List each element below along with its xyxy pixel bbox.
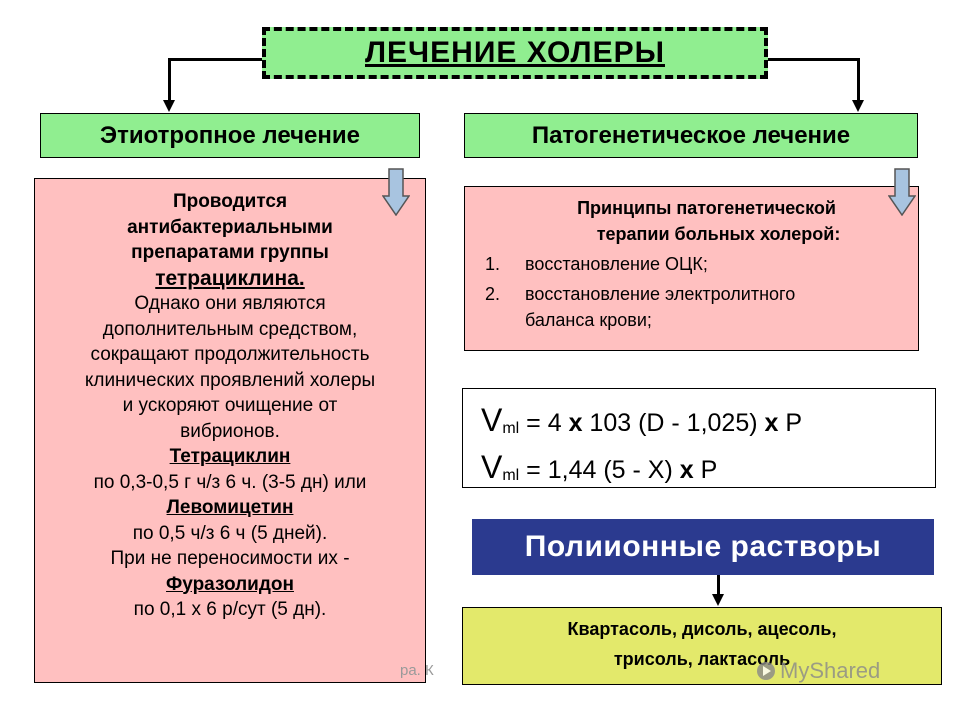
principle-item: 1. восстановление ОЦК; <box>483 251 900 277</box>
etiotropic-line: по 0,5 ч/з 6 ч (5 дней). <box>132 522 328 544</box>
principle-item: 2. восстановление электролитного баланса… <box>483 281 900 333</box>
watermark-text: MyShared <box>780 658 881 683</box>
polyionic-heading-text: Полиионные растворы <box>524 530 882 563</box>
solutions-list: Квартасоль, дисоль, ацесоль, трисоль, ла… <box>462 607 942 685</box>
watermark-play-icon <box>757 662 775 680</box>
etiotropic-line: Однако они являются <box>134 293 326 314</box>
principle-number: 2. <box>485 284 501 304</box>
formula-subscript: ml <box>502 467 520 484</box>
etiotropic-line: по 0,1 х 6 р/сут (5 дн). <box>133 599 327 620</box>
solutions-line1: Квартасоль, дисоль, ацесоль, <box>567 619 837 639</box>
down-arrow-icon <box>382 168 410 216</box>
connector-left-horizontal <box>168 58 262 61</box>
etiotropic-line: по 0,3-0,5 г ч/з 6 ч. (3-5 дн) или <box>93 471 367 493</box>
etiotropic-line: тетрациклина. <box>155 266 305 290</box>
etiotropic-line: вибрионов. <box>180 420 280 442</box>
footer-text-fragment: ра. К <box>400 662 434 679</box>
formula-2: Vml = 1,44 (5 - X) x P <box>481 448 935 495</box>
connector-right-vertical <box>857 58 860 103</box>
etiotropic-line: Тетрациклин <box>169 446 291 467</box>
formula-multiply: x <box>764 409 779 437</box>
pathogenetic-heading-text: Патогенетическое лечение <box>531 121 851 149</box>
principles-title: Принципы патогенетической терапии больны… <box>483 195 900 247</box>
principle-text: восстановление ОЦК; <box>525 254 708 274</box>
principle-text-cont: баланса крови; <box>525 310 652 330</box>
watermark: MyShared <box>756 658 880 684</box>
page-title: ЛЕЧЕНИЕ ХОЛЕРЫ <box>365 36 665 69</box>
down-arrow-icon <box>888 168 916 216</box>
principle-number: 1. <box>485 254 501 274</box>
etiotropic-line: клинических проявлений холеры <box>84 369 376 391</box>
etiotropic-line: Проводится <box>172 191 288 212</box>
etiotropic-heading: Этиотропное лечение <box>40 113 420 158</box>
formula-variable: V <box>481 449 503 485</box>
etiotropic-line: дополнительным средством, <box>102 318 358 340</box>
etiotropic-line: При не переносимости их - <box>110 548 350 569</box>
connector-left-vertical <box>168 58 171 103</box>
solutions-line2: трисоль, лактасоль <box>613 649 791 669</box>
title-box: ЛЕЧЕНИЕ ХОЛЕРЫ <box>262 27 768 79</box>
connector-right-horizontal <box>768 58 860 61</box>
connector-left-arrowhead <box>163 100 175 112</box>
formula-part: 103 (D - 1,025) <box>582 409 765 437</box>
pathogenetic-principles: Принципы патогенетической терапии больны… <box>464 186 919 351</box>
etiotropic-description: Проводится антибактериальными препаратами … <box>34 178 426 683</box>
etiotropic-line: и ускоряют очищение от <box>122 395 338 416</box>
formula-variable: V <box>481 402 503 438</box>
formula-multiply: x <box>568 409 583 437</box>
etiotropic-lines: Проводится антибактериальными препаратами … <box>49 189 411 623</box>
etiotropic-line: сокращают продолжительность <box>90 344 370 365</box>
formula-multiply: x <box>679 456 694 484</box>
principle-text: восстановление электролитного <box>525 284 796 304</box>
etiotropic-line: Фуразолидон <box>166 573 294 595</box>
principles-title-line1: Принципы патогенетической <box>577 198 836 218</box>
connector-right-arrowhead <box>852 100 864 112</box>
formula-part: P <box>693 456 718 484</box>
etiotropic-line: Левомицетин <box>166 497 294 518</box>
polyionic-solutions-heading: Полиионные растворы <box>472 519 934 575</box>
connector-poly-arrowhead <box>712 594 724 606</box>
volume-formulas: Vml = 4 x 103 (D - 1,025) x P Vml = 1,44… <box>462 388 936 488</box>
etiotropic-line: антибактериальными <box>127 216 333 238</box>
etiotropic-line: препаратами группы <box>131 242 329 263</box>
formula-1: Vml = 4 x 103 (D - 1,025) x P <box>481 401 935 448</box>
formula-part: = 4 <box>519 409 569 437</box>
etiotropic-heading-text: Этиотропное лечение <box>100 121 360 149</box>
formula-subscript: ml <box>502 420 520 437</box>
formula-part: P <box>778 409 803 437</box>
formula-part: = 1,44 (5 - X) <box>519 456 680 484</box>
pathogenetic-heading: Патогенетическое лечение <box>464 113 918 158</box>
connector-poly-vertical <box>717 575 720 597</box>
principles-title-line2: терапии больных холерой: <box>596 224 841 244</box>
